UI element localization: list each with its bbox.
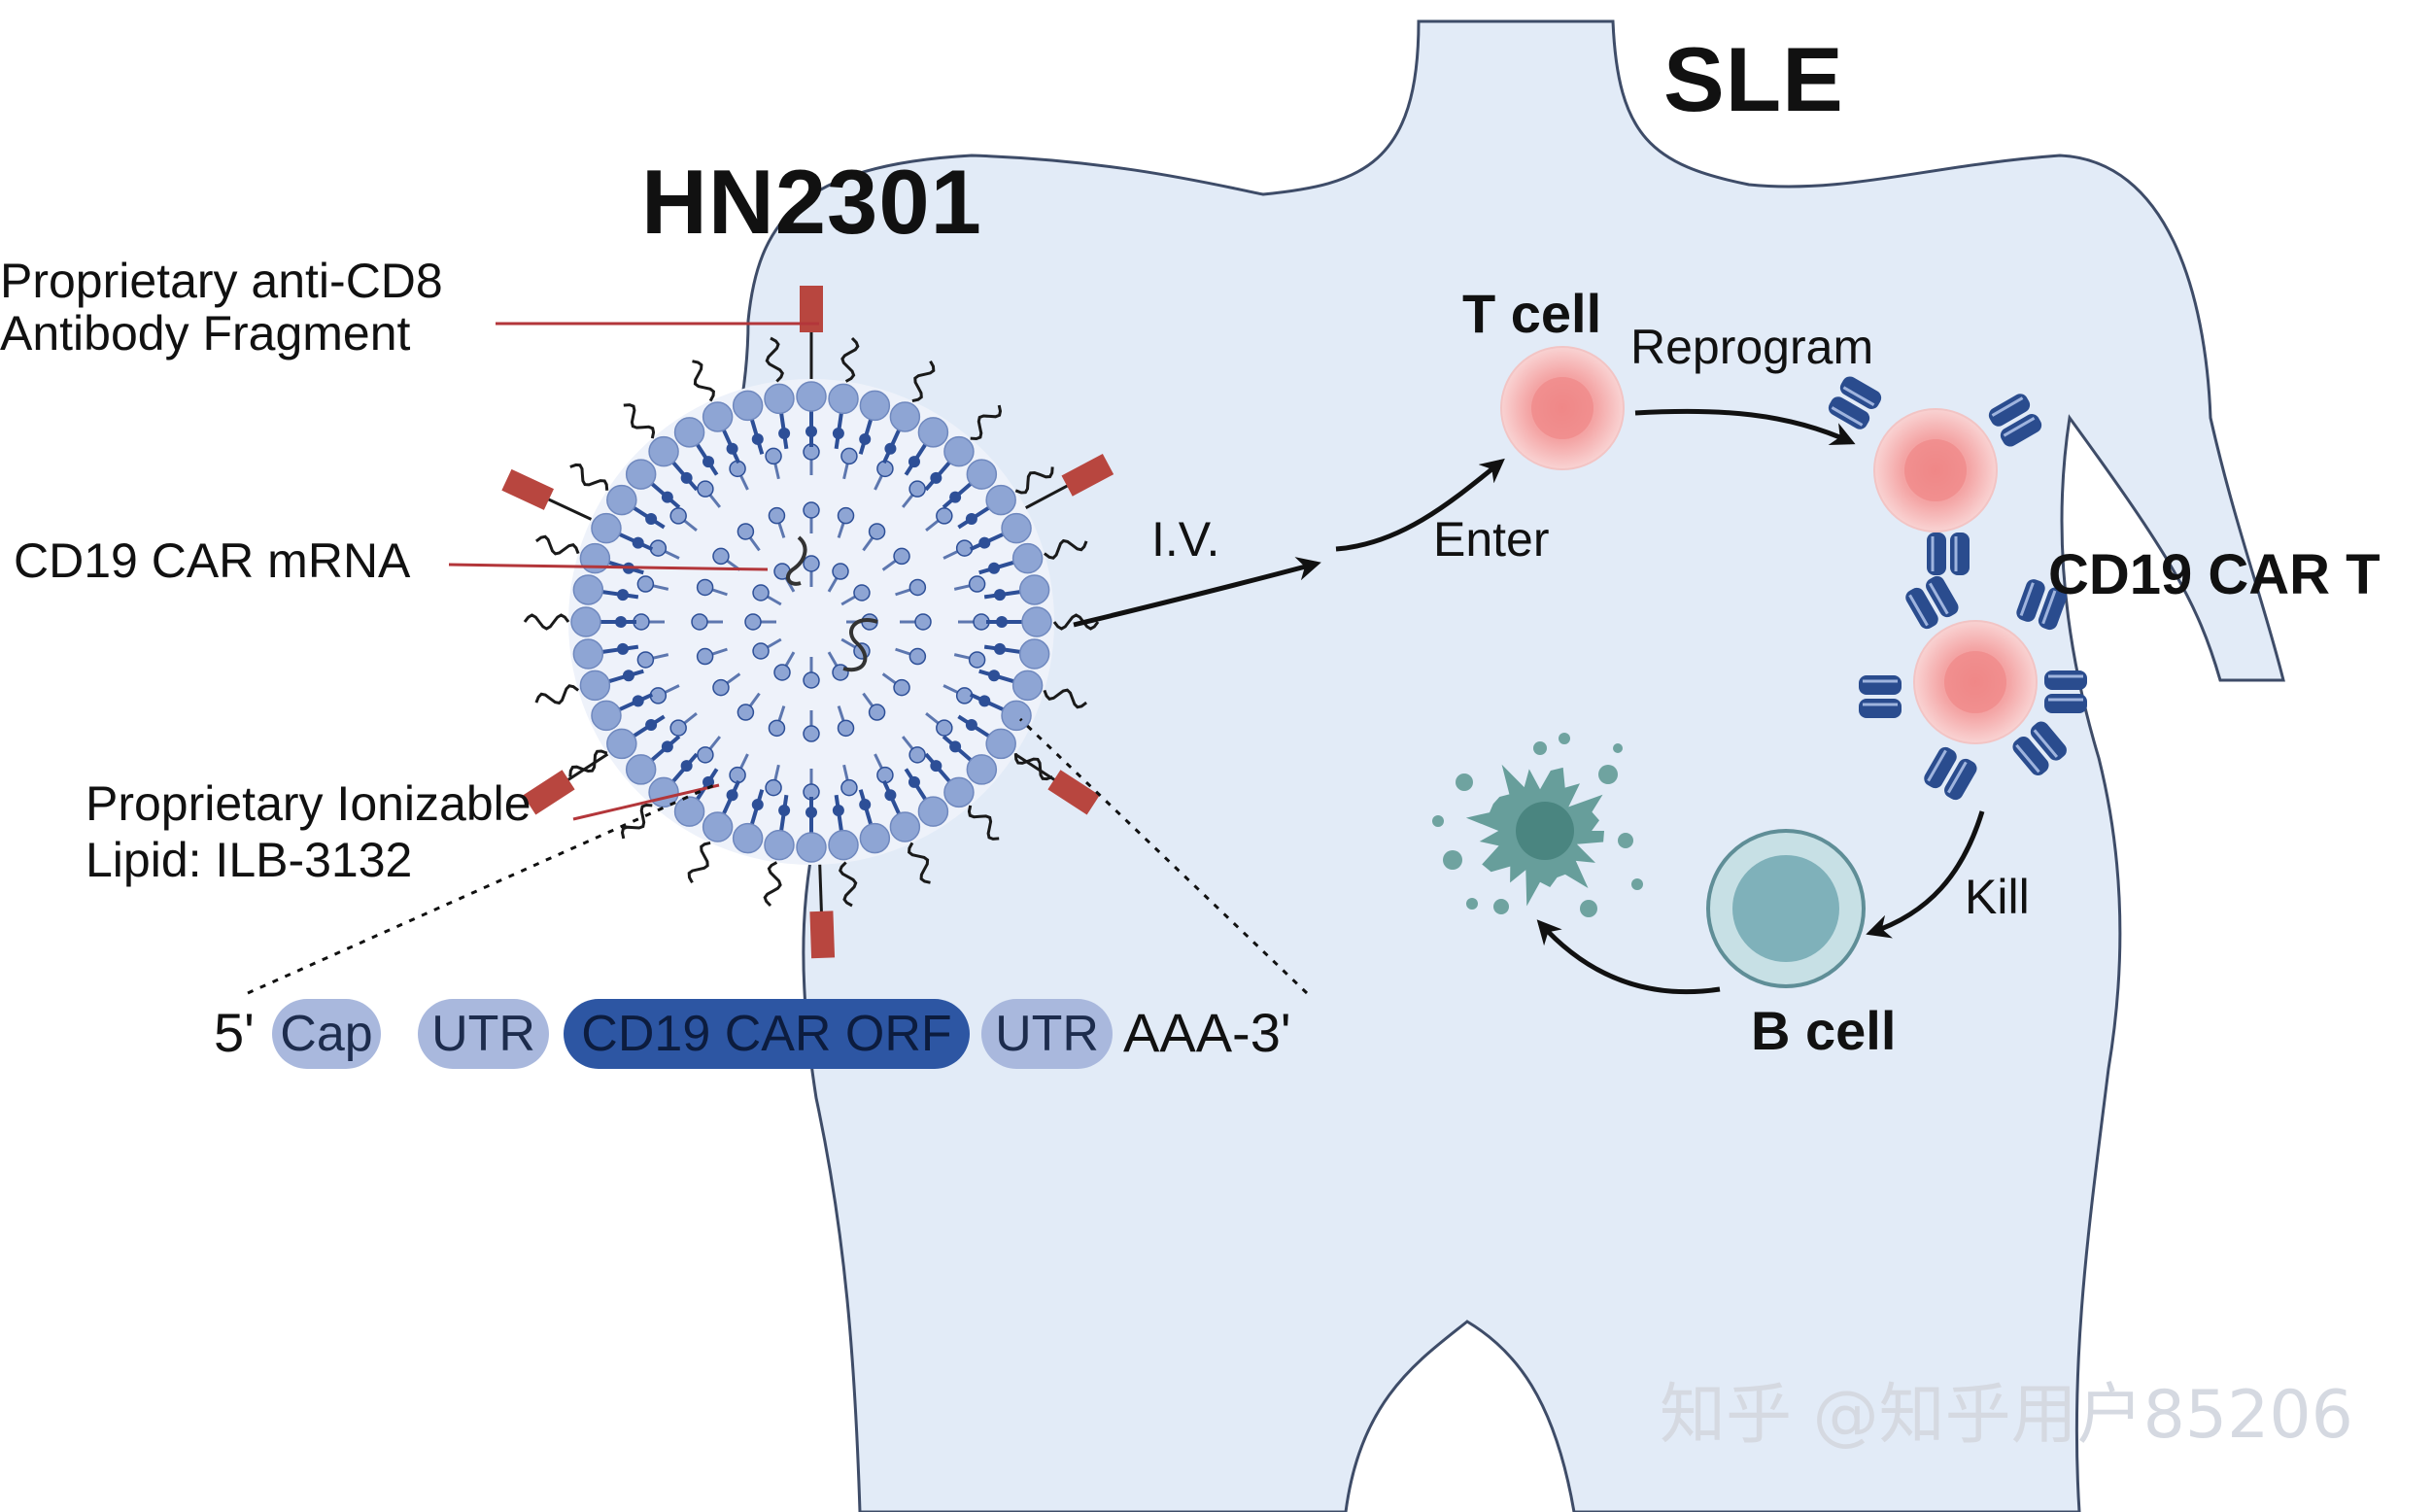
lipid-callout-line	[572, 783, 720, 821]
lnp-title: HN2301	[641, 151, 982, 253]
dead-b-cell	[1432, 733, 1643, 917]
mrna-callout-line	[448, 563, 769, 571]
t-cell-label: T cell	[1462, 283, 1602, 344]
iv-arrow	[1073, 557, 1321, 628]
lipid-callout-line1: Proprietary Ionizable	[86, 776, 531, 831]
kill-arrow	[1866, 810, 1985, 939]
mrna-callout: CD19 CAR mRNA	[14, 533, 411, 588]
enter-label: Enter	[1433, 512, 1550, 567]
utr-segment-5: UTR	[418, 999, 549, 1069]
five-prime-label: 5'	[214, 1002, 255, 1063]
iv-label: I.V.	[1151, 512, 1220, 567]
disease-title: SLE	[1663, 28, 1844, 130]
apoptosis-arrow	[1536, 919, 1721, 995]
reprogram-label: Reprogram	[1630, 320, 1874, 374]
zoom-line-right	[1018, 717, 1309, 995]
cd19-car-orf-segment: CD19 CAR ORF	[564, 999, 970, 1069]
b-cell	[1706, 829, 1866, 988]
lipid-callout-line2: Lipid: ILB-3132	[86, 833, 413, 887]
cap-segment: Cap	[272, 999, 381, 1069]
watermark: 知乎 @知乎用户85206	[1660, 1377, 2353, 1454]
car-t-cell-reprogrammed	[1873, 408, 1998, 533]
b-cell-label: B cell	[1751, 1000, 1897, 1061]
t-cell	[1500, 346, 1625, 470]
cd19-car-t-label: CD19 CAR T	[2048, 543, 2381, 606]
enter-arrow	[1335, 458, 1505, 552]
lipid-nanoparticle	[501, 286, 1114, 959]
car-receptors	[1828, 376, 2087, 801]
zoom-line-left	[247, 783, 715, 995]
utr-segment-3: UTR	[981, 999, 1113, 1069]
antibody-callout-line2: Antibody Fragment	[0, 306, 411, 361]
poly-a-tail-label: AAA-3'	[1123, 1002, 1291, 1063]
antibody-callout-line1: Proprietary anti-CD8	[0, 254, 443, 308]
car-t-cell-active	[1913, 620, 2038, 744]
kill-label: Kill	[1965, 870, 2030, 924]
reprogram-arrow	[1634, 408, 1856, 445]
